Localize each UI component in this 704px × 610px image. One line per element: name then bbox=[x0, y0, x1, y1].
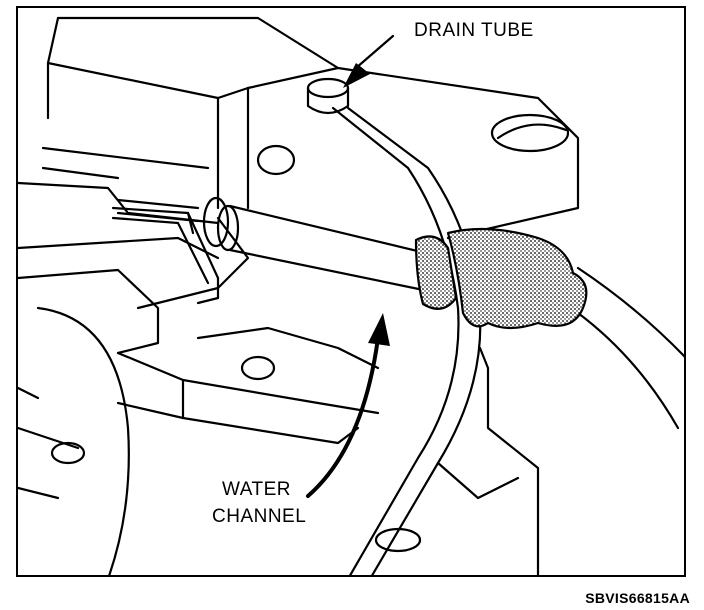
grommet-seal bbox=[414, 235, 458, 310]
hole-inner-edge bbox=[496, 123, 568, 140]
sealant-patch bbox=[446, 227, 588, 330]
water-channel-walls bbox=[331, 106, 540, 575]
sensor-wires bbox=[576, 266, 684, 430]
drain-tube-stub bbox=[306, 77, 350, 115]
bracket-hole-upper-right bbox=[490, 113, 570, 153]
illustration-frame: DRAIN TUBE WATER CHANNEL bbox=[16, 6, 686, 577]
water-flow-arrow bbox=[306, 336, 380, 498]
drain-tube-leader bbox=[354, 34, 395, 70]
figure-id: SBVIS66815AA bbox=[585, 590, 690, 606]
base-hole-left bbox=[50, 441, 86, 465]
drain-tube-arrowhead bbox=[343, 63, 370, 88]
water-channel-label-line2: CHANNEL bbox=[212, 506, 307, 527]
drain-tube-label: DRAIN TUBE bbox=[414, 20, 534, 41]
base-hole-lower bbox=[374, 527, 422, 553]
tube-retainer-clip bbox=[111, 206, 220, 305]
flow-arrowhead bbox=[368, 313, 390, 346]
drain-tube-illustration bbox=[18, 16, 684, 575]
lower-base-plate bbox=[18, 216, 380, 575]
bracket-hole-center bbox=[256, 144, 296, 176]
tab-hole bbox=[240, 355, 276, 381]
water-channel-label-line1: WATER bbox=[222, 479, 291, 500]
